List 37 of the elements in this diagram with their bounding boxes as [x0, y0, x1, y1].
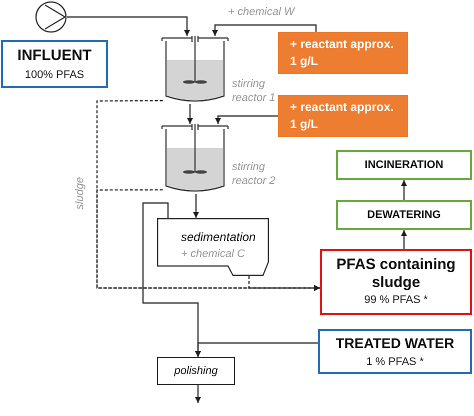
node-title: INCINERATION — [364, 158, 444, 173]
pump-icon — [35, 1, 67, 33]
arrow — [215, 115, 278, 124]
arrow — [401, 230, 407, 249]
process-box — [1, 40, 108, 88]
node-subtitle: 100% PFAS — [24, 68, 84, 83]
node-title: INFLUENT — [17, 46, 92, 66]
node-title: + reactant approx. 1 g/L — [290, 36, 395, 70]
dashed-arrow — [248, 276, 320, 291]
tank-caption: stirring reactor 1 — [232, 77, 276, 106]
arrow — [212, 24, 317, 36]
process-box — [278, 95, 408, 137]
node-title: + reactant approx. 1 g/L — [290, 98, 395, 133]
sedimentation-tank — [157, 218, 269, 276]
node-subtitle: 99 % PFAS * — [364, 292, 428, 308]
node-subtitle: 1 % PFAS * — [366, 354, 424, 370]
process-box — [336, 150, 472, 180]
tank-caption: stirring reactor 2 — [232, 160, 276, 189]
stirred-tank-drawing — [160, 36, 230, 104]
node-title: PFAS containing sludge — [335, 256, 457, 292]
node-title: DEWATERING — [367, 208, 441, 223]
stirred-tank-drawing — [160, 124, 230, 194]
process-box — [157, 357, 235, 385]
process-box — [336, 200, 472, 230]
node-title: TREATED WATER — [336, 334, 454, 353]
output-box — [318, 329, 472, 374]
process-box — [278, 32, 408, 74]
output-box — [320, 249, 472, 315]
node-title: sedimentation — [181, 229, 256, 246]
arrow — [195, 385, 201, 403]
arrow — [195, 342, 318, 357]
arrow — [401, 180, 407, 200]
arrow — [193, 194, 199, 218]
node-subtitle: + chemical C — [181, 247, 245, 262]
arrow — [187, 104, 193, 124]
node-title: polishing — [174, 364, 218, 379]
arrow — [67, 16, 190, 36]
